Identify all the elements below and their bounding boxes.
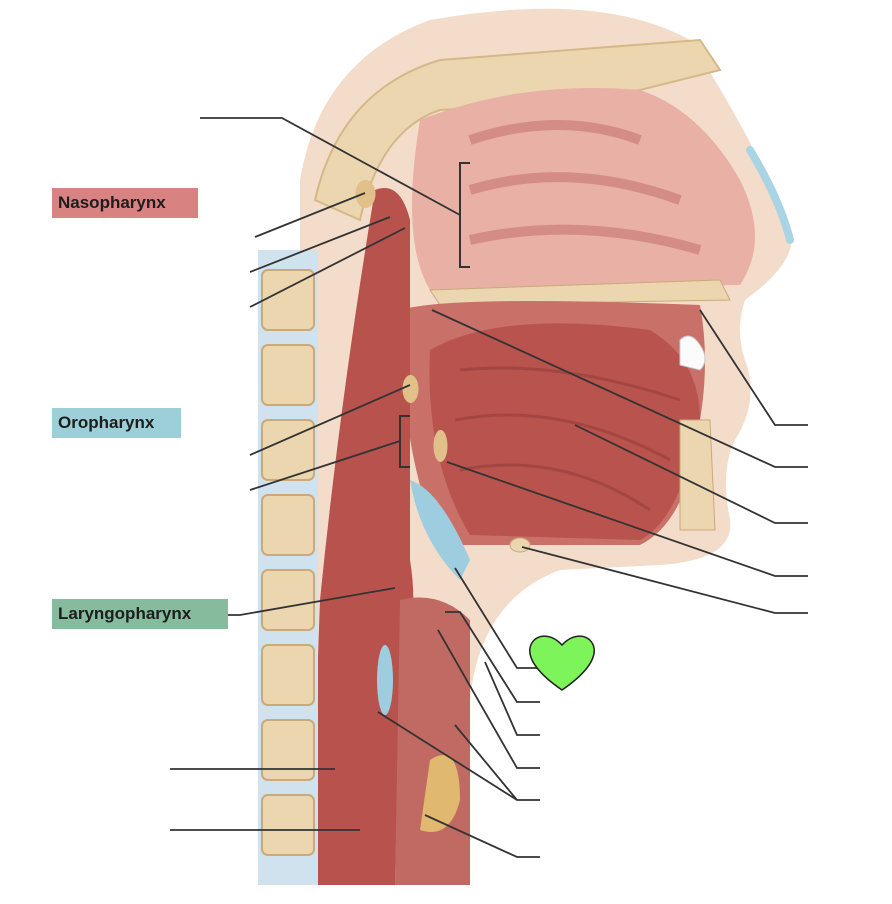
hyoid-bone xyxy=(509,537,531,553)
leader-line xyxy=(249,227,406,308)
thyroid-gland xyxy=(420,755,460,832)
leader-line xyxy=(454,724,518,801)
leader-line xyxy=(431,309,808,468)
leader-line xyxy=(249,384,411,456)
nasal-cartilage xyxy=(746,146,794,244)
leader-line xyxy=(424,814,540,858)
laryngopharynx-label: Laryngopharynx xyxy=(52,599,228,629)
leader-line xyxy=(249,440,401,491)
tongue-muscle-fibers xyxy=(454,366,681,512)
leader-line xyxy=(574,424,808,524)
tongue xyxy=(429,323,700,540)
leader-line xyxy=(225,587,396,616)
larynx-trachea xyxy=(395,597,470,885)
leader-line xyxy=(254,192,366,238)
leader-line xyxy=(699,309,808,426)
tonsils xyxy=(355,180,448,462)
leader-line xyxy=(437,629,540,769)
leader-line xyxy=(521,546,808,614)
nasopharynx-label: Nasopharynx xyxy=(52,188,198,218)
thyroid-cartilage xyxy=(377,645,393,715)
hard-palate xyxy=(429,279,731,306)
leader-line xyxy=(446,461,808,577)
nasal-conchae xyxy=(468,120,702,255)
oropharynx-label: Oropharynx xyxy=(52,408,181,438)
vertebral-column xyxy=(258,250,318,885)
epiglottis xyxy=(410,480,470,580)
leader-line xyxy=(484,661,540,736)
leader-line xyxy=(445,611,540,703)
heart-icon xyxy=(529,635,595,691)
leader-line xyxy=(249,216,391,273)
mandible xyxy=(679,419,716,531)
leader-lines xyxy=(170,117,808,858)
teeth xyxy=(679,335,706,371)
leader-line xyxy=(200,117,461,216)
leader-line xyxy=(454,567,540,669)
